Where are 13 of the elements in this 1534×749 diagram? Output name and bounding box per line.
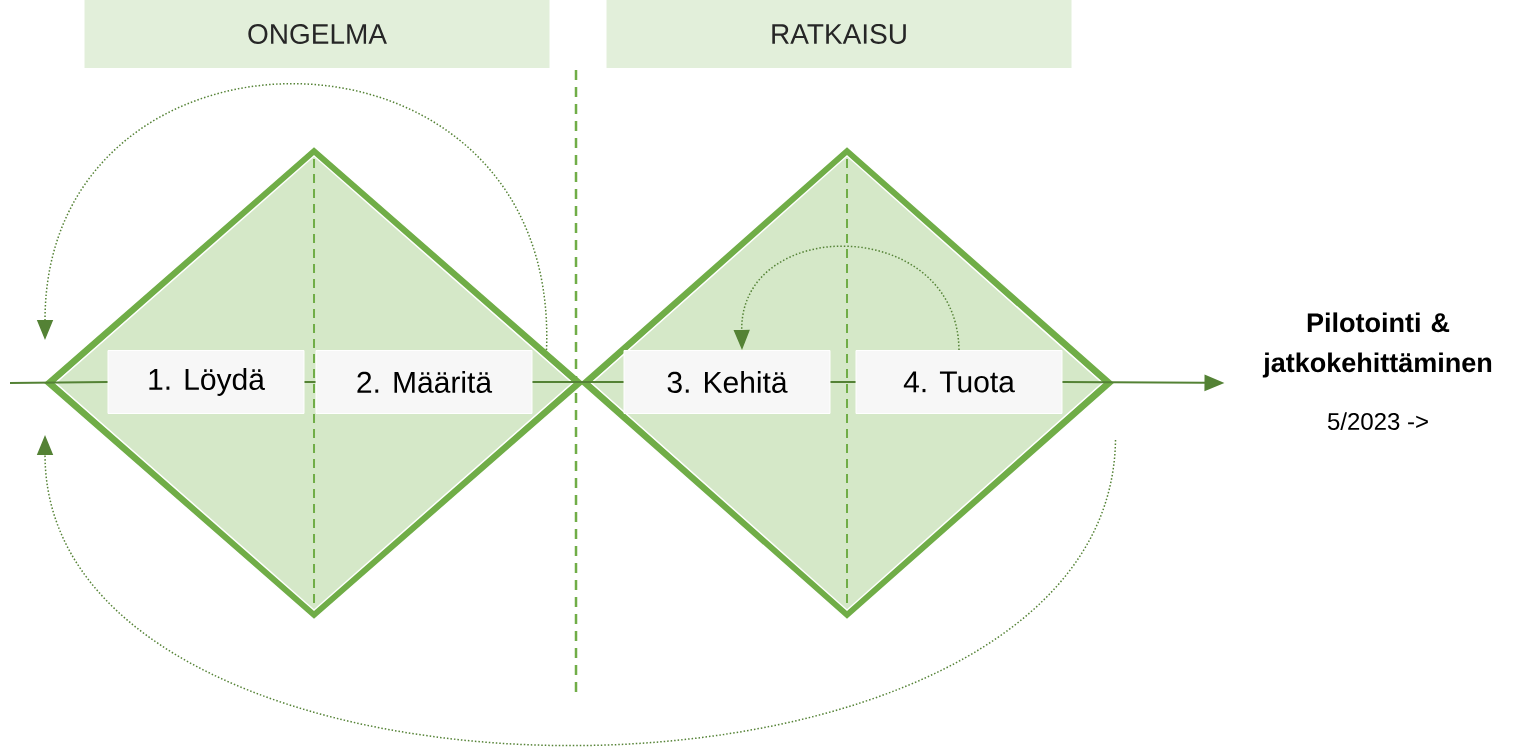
section-band: RATKAISU bbox=[606, 0, 1072, 68]
connector-line bbox=[829, 381, 857, 383]
step-box: 1. Löydä bbox=[107, 350, 305, 414]
connector-line bbox=[303, 381, 317, 383]
step-box: 2. Määritä bbox=[315, 350, 533, 414]
date-label: 5/2023 -> bbox=[1327, 412, 1428, 430]
phase-label: Pilotointi & jatkokehittäminen bbox=[1262, 312, 1492, 378]
connector-line bbox=[9, 381, 109, 384]
step-box: 3. Kehitä bbox=[623, 350, 831, 414]
section-band: ONGELMA bbox=[84, 0, 550, 68]
step-box: 4. Tuota bbox=[855, 350, 1063, 414]
loop-arrow bbox=[733, 245, 960, 351]
connector-line bbox=[531, 381, 625, 383]
